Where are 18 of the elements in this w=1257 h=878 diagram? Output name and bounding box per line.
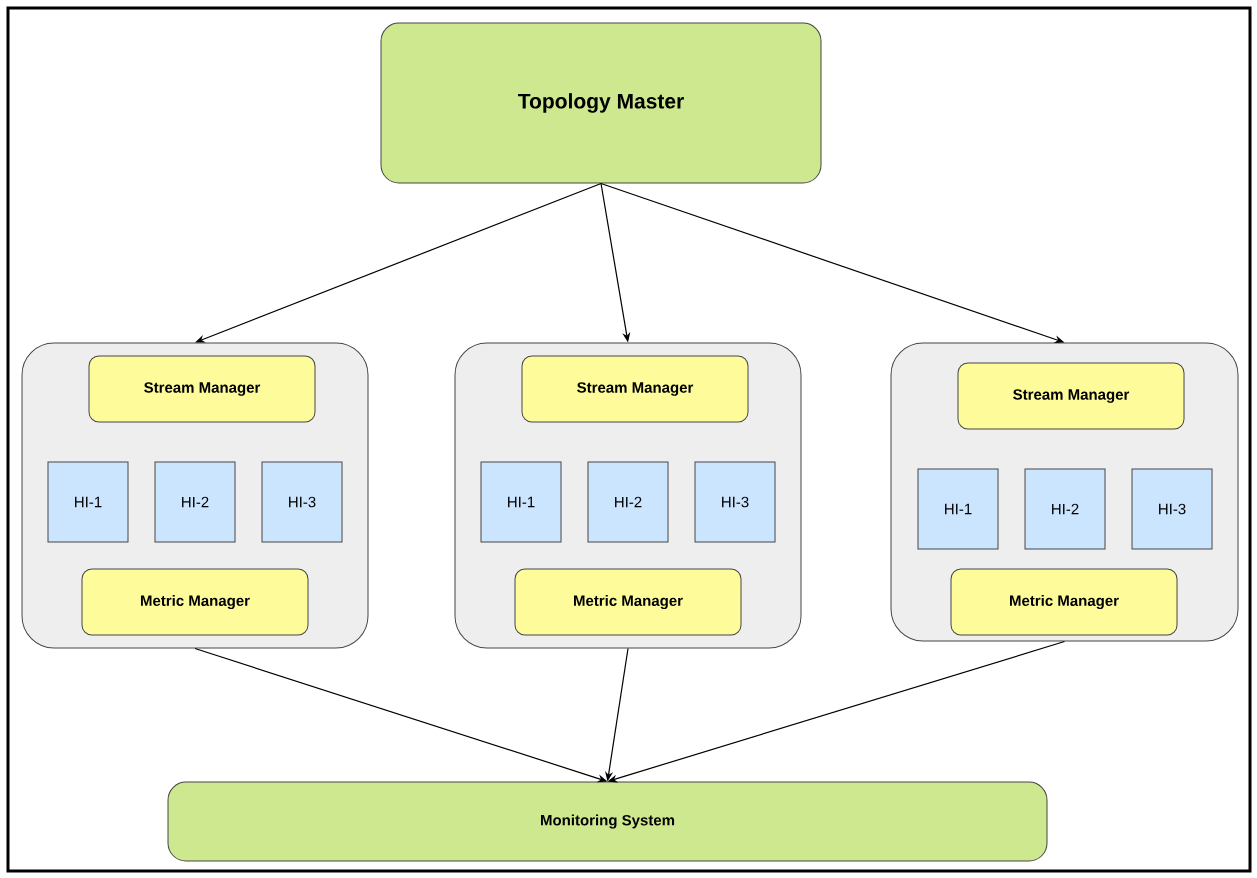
manager-box: Metric Manager xyxy=(950,568,1178,636)
instance-box: HI-2 xyxy=(1024,468,1106,550)
manager-box: Stream Manager xyxy=(957,362,1185,430)
instance-box: HI-2 xyxy=(154,461,236,543)
instance-box: HI-3 xyxy=(261,461,343,543)
process-box: Monitoring System xyxy=(167,781,1048,862)
instance-box: HI-1 xyxy=(480,461,562,543)
process-box: Topology Master xyxy=(380,22,822,184)
manager-box: Stream Manager xyxy=(88,355,316,423)
instance-box: HI-3 xyxy=(694,461,776,543)
arrow xyxy=(195,182,602,343)
manager-box: Metric Manager xyxy=(81,568,309,636)
instance-box: HI-1 xyxy=(47,461,129,543)
manager-box: Metric Manager xyxy=(514,568,742,636)
manager-box: Stream Manager xyxy=(521,355,749,423)
instance-box: HI-1 xyxy=(917,468,999,550)
instance-box: HI-3 xyxy=(1131,468,1213,550)
instance-box: HI-2 xyxy=(587,461,669,543)
